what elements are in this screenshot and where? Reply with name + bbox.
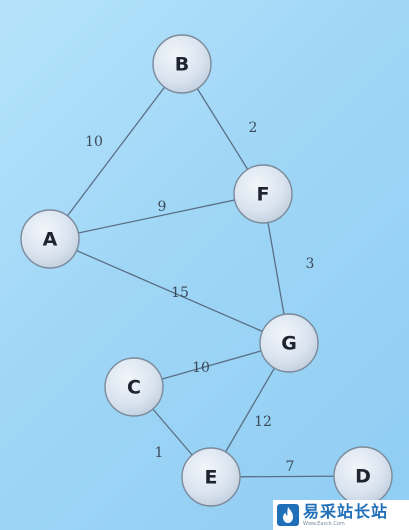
flame-logo-icon — [277, 504, 299, 526]
node-label-b: B — [175, 54, 189, 76]
edge-labels-layer: 10 2 9 3 15 10 1 12 7 — [85, 120, 314, 475]
node-c: C — [104, 357, 164, 417]
node-label-d: D — [355, 466, 371, 488]
edge-weight-c-e: 1 — [155, 445, 164, 461]
edges-layer — [49, 63, 364, 478]
node-e: E — [181, 447, 241, 507]
node-a: A — [20, 209, 80, 269]
node-circle-a — [20, 209, 80, 269]
edge-weight-c-g: 10 — [192, 360, 210, 376]
node-circle-b — [152, 34, 212, 94]
edge-weight-f-g: 3 — [306, 256, 315, 272]
edge-a-b — [49, 63, 183, 240]
watermark-url: Www.Easck.Com — [303, 520, 345, 527]
watermark: 易采站长站 Www.Easck.Com — [273, 500, 409, 530]
edge-weight-a-g: 15 — [171, 285, 189, 301]
edge-weight-g-e: 12 — [254, 414, 272, 430]
edge-weight-a-b: 10 — [85, 134, 103, 150]
node-label-g: G — [281, 333, 297, 355]
node-f: F — [233, 164, 293, 224]
watermark-title: 易采站长站 — [303, 501, 389, 521]
node-label-a: A — [43, 229, 58, 251]
node-circle-g — [259, 313, 319, 373]
node-b: B — [152, 34, 212, 94]
edge-weight-e-d: 7 — [286, 459, 295, 475]
node-circle-c — [104, 357, 164, 417]
edge-a-f — [49, 193, 264, 240]
node-label-e: E — [205, 467, 218, 489]
edge-a-g — [49, 238, 290, 344]
node-g: G — [259, 313, 319, 373]
node-d: D — [333, 446, 393, 506]
edge-weight-a-f: 9 — [158, 199, 167, 215]
edge-weight-b-f: 2 — [249, 120, 258, 136]
node-label-c: C — [127, 377, 141, 399]
node-label-f: F — [257, 184, 270, 206]
node-circle-f — [233, 164, 293, 224]
node-circle-e — [181, 447, 241, 507]
nodes-layer: B F A G C E D — [20, 34, 393, 507]
